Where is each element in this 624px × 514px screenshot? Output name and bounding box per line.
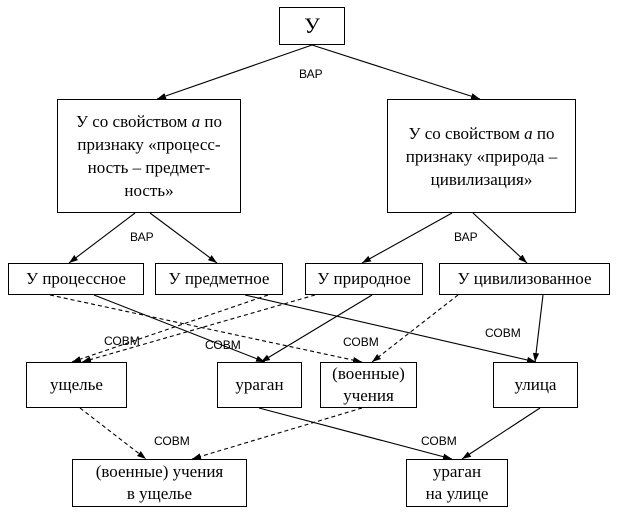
node-u-object-label: У предметное [168,269,270,288]
edge-var-left-process [68,212,136,264]
left-feature-rest: признаку «процесс- ность – предмет- ност… [77,135,221,200]
node-exercises-label: (военные) учения [332,364,405,405]
node-u-civil-label: У цивилизованное [457,269,592,288]
label-var-right: ВАР [454,230,478,244]
node-gorge: ущелье [26,362,127,408]
edge-var-root-left [156,44,313,100]
edge-var-root-right [311,44,481,100]
label-sovm-gorge: СОВМ [104,334,140,348]
edge-sovm-exercises-target [191,407,363,460]
edge-sovm-street-target [461,407,541,460]
right-feature-rest: признаку «природа – цивилизация» [405,146,558,189]
node-exercises-gorge-label: (военные) учения в ущелье [95,462,224,503]
node-u-object: У предметное [155,263,283,295]
node-u-civil: У цивилизованное [439,263,610,295]
edge-sovm-process-hurricane [93,294,266,363]
node-hurricane-street: ураган на улице [406,459,508,507]
edge-sovm-civil-exercises [371,294,459,363]
node-exercises: (военные) учения [320,362,417,408]
node-root: У [279,7,345,45]
edges [49,44,544,460]
right-feature-line1-post: по [532,123,555,143]
node-street: улица [493,362,578,408]
node-right-feature-text: У со свойством a по признаку «природа – ц… [406,122,557,191]
edge-var-left-object [149,212,218,264]
node-root-label: У [304,13,320,38]
edge-var-right-civil [472,212,528,264]
node-hurricane-street-label: ураган на улице [425,462,489,503]
node-gorge-label: ущелье [50,375,103,394]
node-u-process-label: У процессное [26,269,126,288]
edge-sovm-gorge-target [79,407,147,460]
node-street-label: улица [514,375,557,394]
edge-var-right-natural [361,212,453,264]
node-exercises-gorge: (военные) учения в ущелье [72,459,247,507]
left-feature-variable: a [191,112,201,131]
node-u-process: У процессное [8,263,144,295]
label-var-top: ВАР [299,67,323,81]
edge-sovm-natural-gorge [81,294,316,363]
node-hurricane: ураган [217,362,302,408]
node-u-natural-label: У природное [317,269,411,288]
node-right-feature: У со свойством a по признаку «природа – ц… [387,99,576,213]
label-sovm-exercises: СОВМ [343,335,379,349]
node-hurricane-label: ураган [235,375,284,394]
label-sovm-hurricane: СОВМ [205,338,241,352]
left-feature-line1-pre: У со свойством [75,112,192,131]
label-sovm-exercises-gorge: СОВМ [154,434,190,448]
node-left-feature-text: У со свойством a по признаку «процесс- но… [76,110,222,202]
right-feature-variable: a [524,123,533,143]
label-var-left: ВАР [130,230,154,244]
node-u-natural: У природное [305,263,423,295]
node-left-feature: У со свойством a по признаку «процесс- но… [57,99,241,213]
edge-sovm-natural-hurricane [260,294,373,363]
label-sovm-hurricane-street: СОВМ [421,434,457,448]
edge-sovm-object-street [244,294,537,364]
right-feature-line1-pre: У со свойством [408,123,525,143]
left-feature-line1-post: по [200,112,223,131]
label-sovm-street: СОВМ [485,326,521,340]
edge-sovm-civil-street [532,294,544,363]
edge-sovm-hurricane-target [258,407,453,460]
